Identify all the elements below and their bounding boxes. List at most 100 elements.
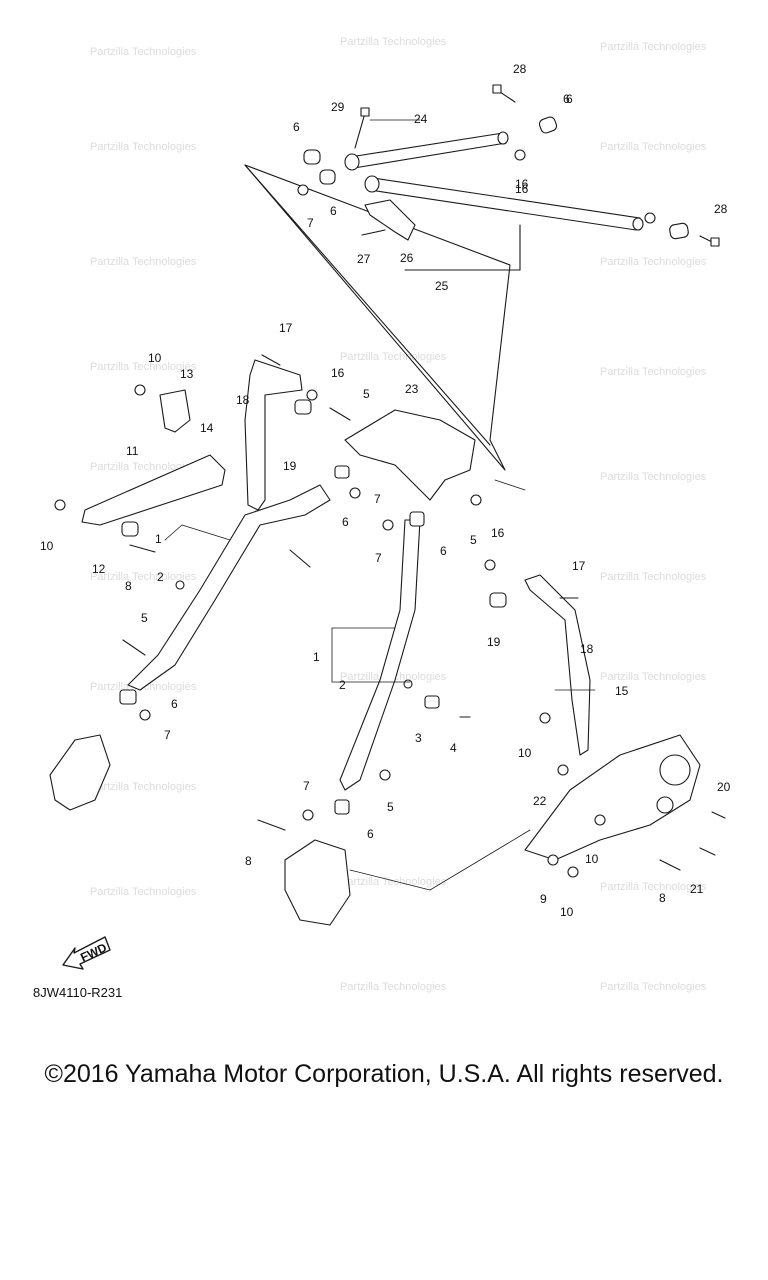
part-number-label: 14 <box>200 421 214 435</box>
part-number-label: 3 <box>415 731 422 745</box>
watermark: Partzilla Technologies <box>600 256 707 268</box>
part-number-label: 16 <box>515 177 529 191</box>
part-number-label: 5 <box>363 387 370 401</box>
bracket-23 <box>344 409 476 501</box>
watermark: Partzilla Technologies <box>90 46 197 58</box>
part-number-label: 21 <box>690 882 704 896</box>
watermark: Partzilla Technologies <box>90 781 197 793</box>
part-number-label: 23 <box>405 382 419 396</box>
bracket-13 <box>159 389 191 433</box>
part-number-label: 29 <box>331 100 345 114</box>
watermark: Partzilla Technologies <box>90 361 197 373</box>
watermark: Partzilla Technologies <box>600 571 707 583</box>
brace-11 <box>81 454 226 526</box>
watermark: Partzilla Technologies <box>90 571 197 583</box>
left-tube <box>127 484 331 691</box>
part-number-label: 11 <box>126 444 139 458</box>
mount-center <box>284 839 351 926</box>
part-number-label: 22 <box>533 794 547 808</box>
part-number-label: 7 <box>375 551 382 565</box>
part-number-label: 16 <box>331 366 345 380</box>
part-number-label: 12 <box>92 562 106 576</box>
watermark: Partzilla Technologies <box>600 981 707 993</box>
lower-bar-25 <box>364 175 644 231</box>
watermark: Partzilla Technologies <box>90 461 197 473</box>
part-number-label: 17 <box>279 321 293 335</box>
watermark: Partzilla Technologies <box>340 351 447 363</box>
watermark: Partzilla Technologies <box>600 366 707 378</box>
part-number-label: 7 <box>307 216 314 230</box>
part-number-label: 7 <box>164 728 171 742</box>
part-number-label: 10 <box>560 905 574 919</box>
part-number-label: 6 <box>440 544 447 558</box>
part-number-label: 9 <box>540 892 547 906</box>
part-number-label: 10 <box>518 746 532 760</box>
watermark: Partzilla Technologies <box>600 471 707 483</box>
part-number-label: 5 <box>470 533 477 547</box>
part-number-label: 2 <box>339 678 346 692</box>
part-number-label: 19 <box>487 635 501 649</box>
watermark: Partzilla Technologies <box>90 256 197 268</box>
watermark: Partzilla Technologies <box>340 876 447 888</box>
part-number-label: 8 <box>125 579 132 593</box>
part-number-label: 18 <box>236 393 250 407</box>
fwd-label: FWD <box>78 940 109 964</box>
center-tube <box>339 519 421 791</box>
watermark: Partzilla Technologies <box>600 881 707 893</box>
part-number-label: 6 <box>367 827 374 841</box>
part-number-label: 28 <box>513 62 527 76</box>
part-number-label: 18 <box>580 642 594 656</box>
watermark: Partzilla Technologies <box>600 41 707 53</box>
part-number-label: 26 <box>400 251 414 265</box>
watermark: Partzilla Technologies <box>600 141 707 153</box>
fasteners <box>54 384 606 878</box>
part-number-label: 1 <box>155 532 162 546</box>
part-number-label: 6 <box>342 515 349 529</box>
callout-leaders <box>164 119 596 891</box>
part-number-label: 20 <box>717 780 731 794</box>
part-number-label: 16 <box>491 526 505 540</box>
part-number-label: 5 <box>141 611 148 625</box>
stay-14 <box>244 359 303 511</box>
part-number-label: 19 <box>283 459 297 473</box>
part-number-label: 6 <box>563 92 570 106</box>
copyright-notice: ©2016 Yamaha Motor Corporation, U.S.A. A… <box>44 1060 724 1088</box>
part-number-label: 6 <box>330 204 337 218</box>
upper-bar-24 <box>344 131 509 171</box>
watermark: Partzilla Technologies <box>90 886 197 898</box>
watermarks: Partzilla Technologies Partzilla Technol… <box>90 36 707 993</box>
part-number-label: 6 <box>566 92 573 106</box>
watermark: Partzilla Technologies <box>340 981 447 993</box>
bolts-upper <box>354 84 720 247</box>
part-number-label: 27 <box>357 252 371 266</box>
part-number-label: 4 <box>450 741 457 755</box>
part-number-label: 17 <box>572 559 586 573</box>
part-number-label: 2 <box>157 570 164 584</box>
part-number-label: 24 <box>414 112 428 126</box>
bracket-26 <box>361 199 416 241</box>
part-number-label: 6 <box>171 697 178 711</box>
parts-drawing <box>49 84 726 970</box>
watermark: Partzilla Technologies <box>90 141 197 153</box>
part-number-label: 10 <box>148 351 162 365</box>
watermark: Partzilla Technologies <box>600 671 707 683</box>
bolts <box>122 354 726 871</box>
part-number-label: 7 <box>374 492 381 506</box>
mount-left <box>49 734 111 811</box>
part-number-label: 15 <box>615 684 629 698</box>
section-outline-edge <box>244 164 491 446</box>
section-outline <box>244 164 511 471</box>
stay-15 <box>524 574 591 756</box>
parts-diagram: Partzilla Technologies Partzilla Technol… <box>40 36 731 993</box>
part-number-label: 10 <box>585 852 599 866</box>
watermark: Partzilla Technologies <box>340 36 447 48</box>
part-number-label: 5 <box>387 800 394 814</box>
part-number-label: 8 <box>245 854 252 868</box>
part-number-label: 7 <box>303 779 310 793</box>
part-number-label: 10 <box>40 539 54 553</box>
part-number-label: 25 <box>435 279 449 293</box>
bushings <box>297 116 689 240</box>
part-number-label: 8 <box>659 891 666 905</box>
part-number-label: 28 <box>714 202 728 216</box>
